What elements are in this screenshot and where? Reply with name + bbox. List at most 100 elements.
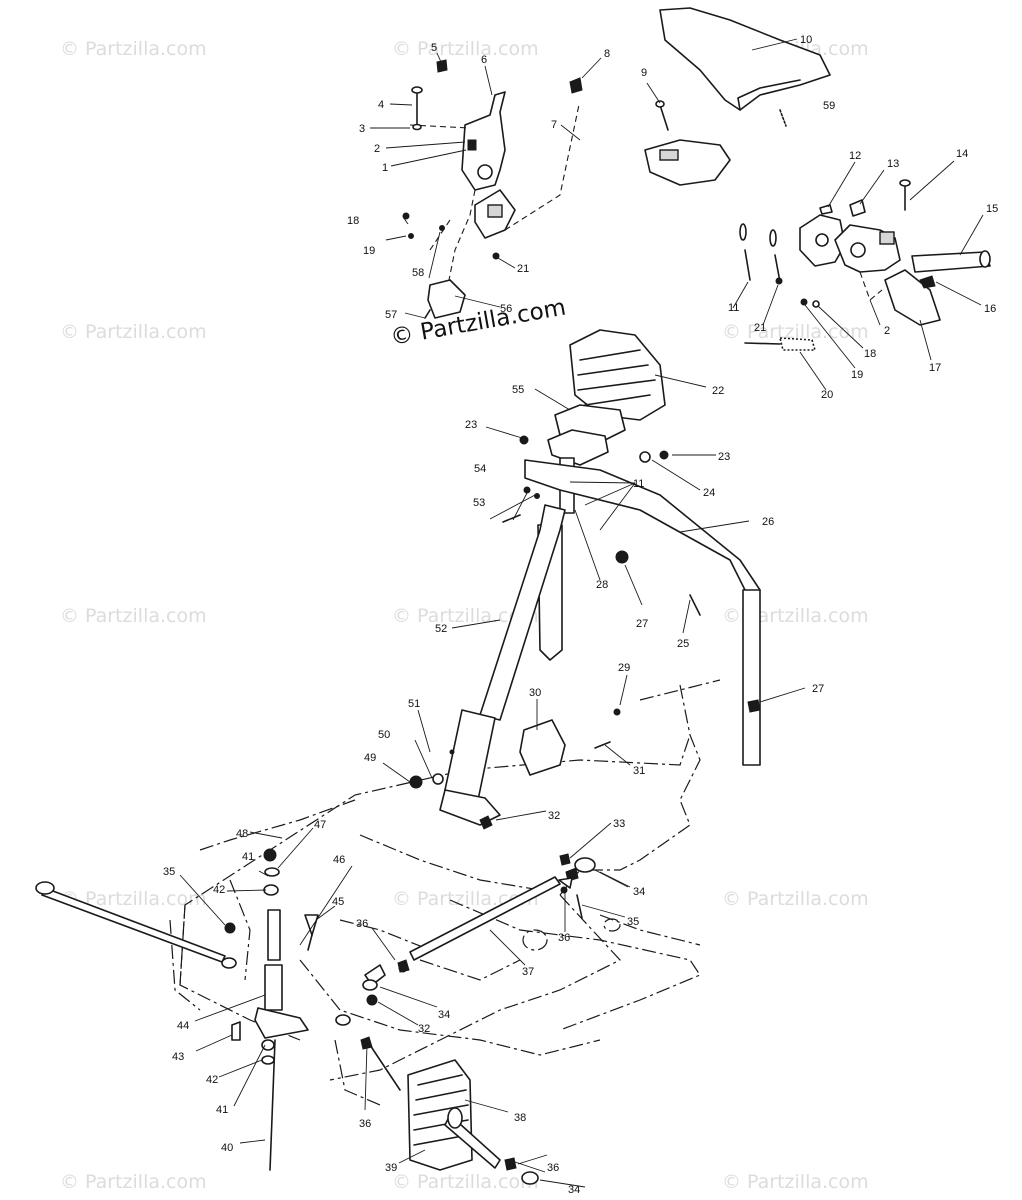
- callout-4: 4: [378, 99, 384, 111]
- callout-36: 36: [356, 918, 368, 930]
- callout-27: 27: [812, 683, 824, 695]
- callout-12: 12: [849, 150, 861, 162]
- callout-19: 19: [363, 245, 375, 257]
- handlebar-pad: [644, 7, 831, 186]
- brake-lever: [884, 269, 941, 326]
- callout-54: 54: [474, 463, 486, 475]
- pitman-arm: [254, 1007, 309, 1039]
- tie-rods: [35, 848, 596, 1185]
- callout-36: 36: [558, 932, 570, 944]
- callout-59: 59: [823, 100, 835, 112]
- steering-post: [409, 329, 761, 830]
- callout-35: 35: [163, 866, 175, 878]
- steering-plate: [547, 429, 609, 466]
- watermark: © Partzilla.com: [722, 321, 869, 343]
- callout-33: 33: [613, 818, 625, 830]
- pitman-bushing-lower: [264, 964, 283, 1011]
- throttle-pivot: [477, 164, 493, 180]
- callout-16: 16: [984, 303, 996, 315]
- throttle-lever-cover: [427, 279, 466, 319]
- callout-18: 18: [864, 348, 876, 360]
- callout-29: 29: [618, 662, 630, 674]
- callout-40: 40: [221, 1142, 233, 1154]
- callout-34: 34: [438, 1009, 450, 1021]
- watermark: © Partzilla.com: [392, 1171, 539, 1193]
- callout-7: 7: [551, 119, 557, 131]
- callout-41: 41: [242, 851, 254, 863]
- callout-39: 39: [385, 1162, 397, 1174]
- watermark: © Partzilla.com: [722, 1171, 869, 1193]
- bracket-leg-right: [742, 589, 761, 766]
- partzilla-brand-label: © Partzilla.com: [389, 294, 568, 350]
- callout-32: 32: [548, 810, 560, 822]
- cable-spring: [779, 337, 816, 351]
- callout-31: 31: [633, 765, 645, 777]
- pitman-bushing-upper: [267, 909, 281, 961]
- callout-52: 52: [435, 623, 447, 635]
- callout-49: 49: [364, 752, 376, 764]
- throttle-housing: [461, 91, 506, 191]
- callout-1: 1: [382, 162, 388, 174]
- callout-9: 9: [641, 67, 647, 79]
- callout-34: 34: [633, 886, 645, 898]
- callout-21: 21: [754, 322, 766, 334]
- callout-58: 58: [412, 267, 424, 279]
- handlebar-pad-cover: [659, 7, 831, 111]
- handlebar: [569, 77, 991, 351]
- callout-8: 8: [604, 48, 610, 60]
- callout-43: 43: [172, 1051, 184, 1063]
- throttle-nut: [436, 59, 448, 73]
- callout-2: 2: [374, 143, 380, 155]
- callout-51: 51: [408, 698, 420, 710]
- callout-50: 50: [378, 729, 390, 741]
- callout-42: 42: [206, 1074, 218, 1086]
- callout-55: 55: [512, 384, 524, 396]
- throttle-assembly: [402, 59, 581, 319]
- callout-17: 17: [929, 362, 941, 374]
- pitman-nut: [263, 848, 277, 862]
- tie-rod-center: [409, 876, 561, 961]
- callout-47: 47: [314, 819, 326, 831]
- callout-15: 15: [986, 203, 998, 215]
- handlebar-grip: [911, 251, 991, 273]
- watermark: © Partzilla.com: [60, 605, 207, 627]
- callout-20: 20: [821, 389, 833, 401]
- callout-26: 26: [762, 516, 774, 528]
- callout-5: 5: [431, 42, 437, 54]
- callout-36: 36: [359, 1118, 371, 1130]
- callout-19: 19: [851, 369, 863, 381]
- watermark: © Partzilla.com: [60, 1171, 207, 1193]
- callout-3: 3: [359, 123, 365, 135]
- callout-44: 44: [177, 1020, 189, 1032]
- callout-labels: 1 2 2 3 4 5 6 7 8 9 10 11 11 12 13 14 15…: [163, 34, 998, 1196]
- leader-lines: [179, 38, 984, 1188]
- callout-28: 28: [596, 579, 608, 591]
- callout-21: 21: [517, 263, 529, 275]
- callout-6: 6: [481, 54, 487, 66]
- callout-30: 30: [529, 687, 541, 699]
- callout-46: 46: [333, 854, 345, 866]
- throttle-bushing: [467, 139, 477, 151]
- callout-24: 24: [703, 487, 715, 499]
- callout-23: 23: [465, 419, 477, 431]
- steering-arm-plate: [439, 789, 501, 826]
- callout-42: 42: [213, 884, 225, 896]
- callout-41: 41: [216, 1104, 228, 1116]
- callout-23: 23: [718, 451, 730, 463]
- callout-27: 27: [636, 618, 648, 630]
- callout-37: 37: [522, 966, 534, 978]
- callout-48: 48: [236, 828, 248, 840]
- switch-knob: [849, 199, 866, 217]
- watermark: © Partzilla.com: [392, 605, 539, 627]
- handlebar-clamp: [644, 139, 731, 186]
- steering-tube: [479, 504, 566, 721]
- callout-35: 35: [627, 916, 639, 928]
- callout-11: 11: [728, 302, 739, 314]
- callout-22: 22: [712, 385, 724, 397]
- switch-spring: [819, 204, 833, 215]
- callout-56: 56: [500, 303, 512, 315]
- callout-45: 45: [332, 896, 344, 908]
- watermark: © Partzilla.com: [722, 888, 869, 910]
- handlebar-end-cap: [569, 77, 583, 94]
